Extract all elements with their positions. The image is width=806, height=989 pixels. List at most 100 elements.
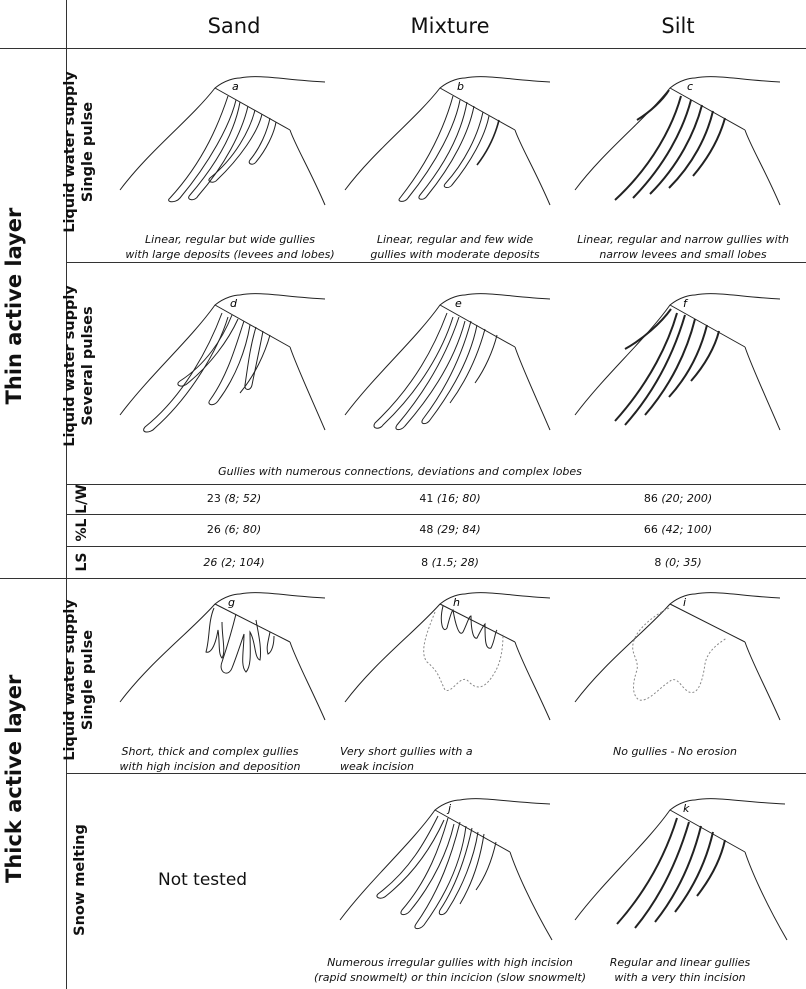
gully	[438, 827, 479, 916]
caption-i-line1: No gullies - No erosion	[612, 745, 737, 758]
slope-outline	[574, 799, 696, 921]
stat-pl-sand-value: 26	[206, 523, 221, 536]
slope-outline	[514, 641, 551, 721]
slope-outline	[744, 851, 788, 941]
row-label-2-line1: Liquid water supply	[62, 285, 78, 447]
panel-label-d: d	[230, 297, 238, 310]
gully	[674, 831, 714, 913]
stats-top-divider	[66, 484, 806, 485]
stat-lw-silt: 86 (20; 200)	[578, 492, 778, 505]
slope-outline	[669, 809, 746, 853]
stat-lw-silt-range: (20; 200)	[661, 492, 713, 505]
gully	[476, 119, 500, 166]
stat-pl-silt: 66 (42; 100)	[578, 523, 778, 536]
caption-a: Linear, regular but wide gullies with la…	[110, 232, 350, 262]
stat-ls-mixture-range: (1.5; 28)	[431, 556, 479, 569]
row-label-1-line2: Single pulse	[80, 101, 96, 203]
slope-outline	[434, 809, 511, 853]
slope-panel-b: b	[344, 76, 551, 206]
slope-outline	[339, 799, 461, 921]
slope-outline	[239, 76, 326, 83]
caption-h-line2: weak incision	[340, 760, 414, 773]
slope-outline	[464, 592, 551, 599]
slope-panel-k: k	[574, 798, 788, 941]
erosion-outline	[423, 611, 504, 691]
gully	[616, 817, 678, 925]
gully	[239, 334, 271, 394]
stat-lw-sand: 23 (8; 52)	[134, 492, 334, 505]
panel-label-g: g	[228, 596, 235, 609]
stat-ls-silt-range: (0; 35)	[664, 556, 702, 569]
stat-ls-mixture: 8 (1.5; 28)	[350, 556, 550, 569]
slope-outline	[289, 641, 326, 721]
gully	[690, 330, 720, 382]
row-label-3: Liquid water supply Single pulse	[61, 595, 101, 765]
group-label-thin: Thin active layer	[2, 207, 26, 405]
stat-pl-silt-range: (42; 100)	[661, 523, 713, 536]
slope-outline	[214, 87, 291, 131]
stat-ls-silt: 8 (0; 35)	[578, 556, 778, 569]
row-label-4: Snow melting	[72, 824, 88, 936]
slope-outline	[574, 77, 696, 191]
row-label-1-line1: Liquid water supply	[62, 71, 78, 233]
slope-outline	[574, 593, 696, 703]
caption-j-line2: (rapid snowmelt) or thin incicion (slow …	[313, 971, 586, 984]
gully	[636, 89, 670, 121]
stats-div-2	[66, 546, 806, 547]
panel-label-b: b	[457, 80, 464, 93]
row-label-2: Liquid water supply Several pulses	[61, 281, 101, 451]
caption-b-line1: Linear, regular and few wide	[376, 233, 534, 246]
stat-pl-mixture-value: 48	[419, 523, 434, 536]
gully	[248, 117, 277, 165]
row3-divider	[66, 773, 806, 774]
panel-label-f: f	[683, 297, 689, 310]
slope-panel-a: a	[119, 76, 326, 206]
header-divider	[0, 48, 806, 49]
slope-outline	[744, 641, 781, 721]
slope-panel-i: i	[574, 592, 781, 721]
slope-outline	[119, 77, 241, 191]
gully	[449, 328, 486, 404]
slope-outline	[464, 76, 551, 83]
slope-panel-c: c	[574, 76, 781, 206]
gully	[205, 607, 225, 659]
slope-outline	[214, 304, 291, 348]
slope-panel-d: d	[119, 293, 326, 433]
gully	[644, 318, 696, 416]
caption-i: No gullies - No erosion	[565, 744, 785, 759]
stat-lw-mixture-value: 41	[419, 492, 434, 505]
caption-def: Gullies with numerous connections, devia…	[218, 465, 582, 478]
gully	[443, 111, 490, 188]
gully	[266, 631, 275, 655]
stat-lw-sand-value: 23	[206, 492, 221, 505]
row-label-2-line2: Several pulses	[80, 306, 96, 426]
gully	[614, 95, 682, 201]
caption-c: Linear, regular and narrow gullies with …	[560, 232, 806, 262]
gully	[168, 95, 237, 203]
stat-pl-mixture-range: (29; 84)	[436, 523, 481, 536]
stat-ls-mixture-value: 8	[421, 556, 429, 569]
slope-outline	[744, 129, 781, 206]
slope-panel-e: e	[344, 293, 551, 431]
stat-ls-silt-value: 8	[654, 556, 662, 569]
stat-lw-mixture-range: (16; 80)	[436, 492, 481, 505]
gully	[421, 320, 478, 425]
left-divider	[66, 0, 67, 989]
gully	[208, 109, 263, 183]
gully	[440, 605, 498, 649]
gully	[696, 839, 726, 897]
column-header-mixture: Mixture	[410, 14, 490, 38]
panel-label-c: c	[687, 80, 693, 93]
gully	[376, 815, 445, 899]
slope-outline	[344, 77, 466, 191]
caption-g-line1: Short, thick and complex gullies	[121, 745, 299, 758]
panel-label-e: e	[455, 297, 462, 310]
slope-outline	[514, 346, 551, 431]
caption-c-line2: narrow levees and small lobes	[599, 248, 767, 261]
panel-label-i: i	[683, 596, 686, 609]
slope-outline	[514, 129, 551, 206]
row-label-3-line1: Liquid water supply	[62, 599, 78, 761]
stat-ls-sand: 26 (2; 104)	[134, 556, 334, 569]
stat-pl-sand-range: (6; 80)	[224, 523, 262, 536]
slope-outline	[669, 603, 746, 643]
